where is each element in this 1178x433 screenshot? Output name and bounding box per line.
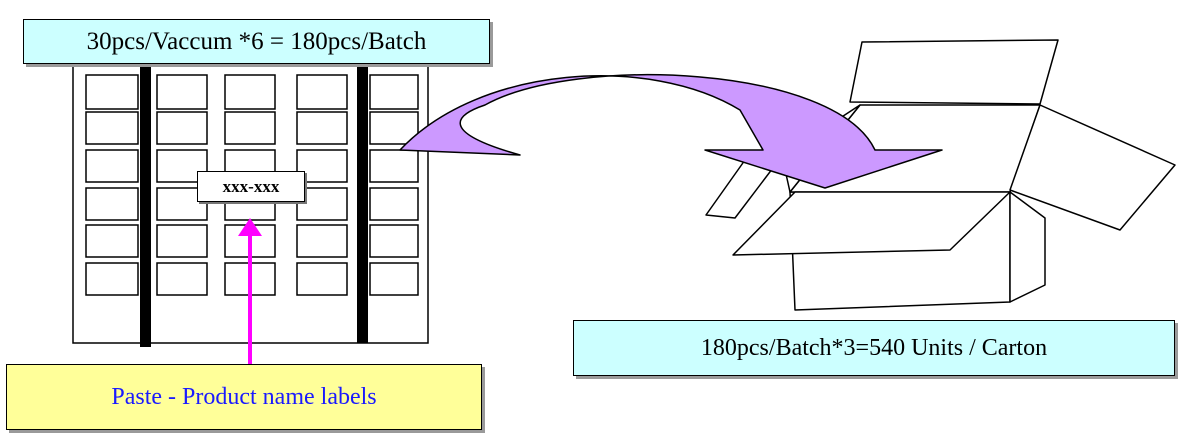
tray-pocket <box>369 74 419 110</box>
pointer-arrow-icon <box>238 218 262 366</box>
tray-pocket <box>156 224 208 258</box>
tray-pocket <box>296 262 348 296</box>
tray-pocket <box>156 74 208 110</box>
open-carton-icon <box>705 39 1176 311</box>
product-code: xxx-xxx <box>222 176 280 196</box>
vacuum-tray-icon <box>72 63 429 347</box>
tray-pocket <box>85 149 139 183</box>
tray-pocket <box>156 262 208 296</box>
tray-pocket <box>296 187 348 221</box>
tray-pocket <box>224 74 276 110</box>
paste-label: Paste - Product name labels <box>111 383 377 410</box>
tray-pocket <box>224 111 276 145</box>
tray-divider-right <box>357 64 368 343</box>
tray-pocket <box>85 224 139 258</box>
tray-pocket <box>296 111 348 145</box>
tray-pocket <box>296 74 348 110</box>
carton-front-flap <box>732 191 1011 256</box>
tray-pockets <box>85 74 419 296</box>
tray-pocket <box>85 262 139 296</box>
carton-side-face <box>1009 191 1046 303</box>
tray-pocket <box>85 74 139 110</box>
tray-pocket <box>369 187 419 221</box>
tray-divider-left <box>140 64 151 347</box>
tray-pocket <box>369 149 419 183</box>
tray-pocket <box>156 111 208 145</box>
carton-label-box: 180pcs/Batch*3=540 Units / Carton <box>573 320 1175 376</box>
paste-label-box: Paste - Product name labels <box>6 364 482 430</box>
tray-pocket <box>85 111 139 145</box>
tray-pocket <box>369 262 419 296</box>
batch-label: 30pcs/Vaccum *6 = 180pcs/Batch <box>86 27 427 55</box>
tray-pocket <box>369 224 419 258</box>
tray-pocket <box>369 111 419 145</box>
carton-label: 180pcs/Batch*3=540 Units / Carton <box>700 334 1048 361</box>
product-code-tag: xxx-xxx <box>197 171 305 202</box>
tray-pocket <box>296 224 348 258</box>
tray-pocket <box>85 187 139 221</box>
carton-right-flap <box>1009 104 1176 231</box>
batch-label-box: 30pcs/Vaccum *6 = 180pcs/Batch <box>23 19 490 64</box>
tray-pocket <box>296 149 348 183</box>
carton-back-flap <box>849 39 1059 105</box>
transfer-arrow-icon <box>399 74 943 189</box>
